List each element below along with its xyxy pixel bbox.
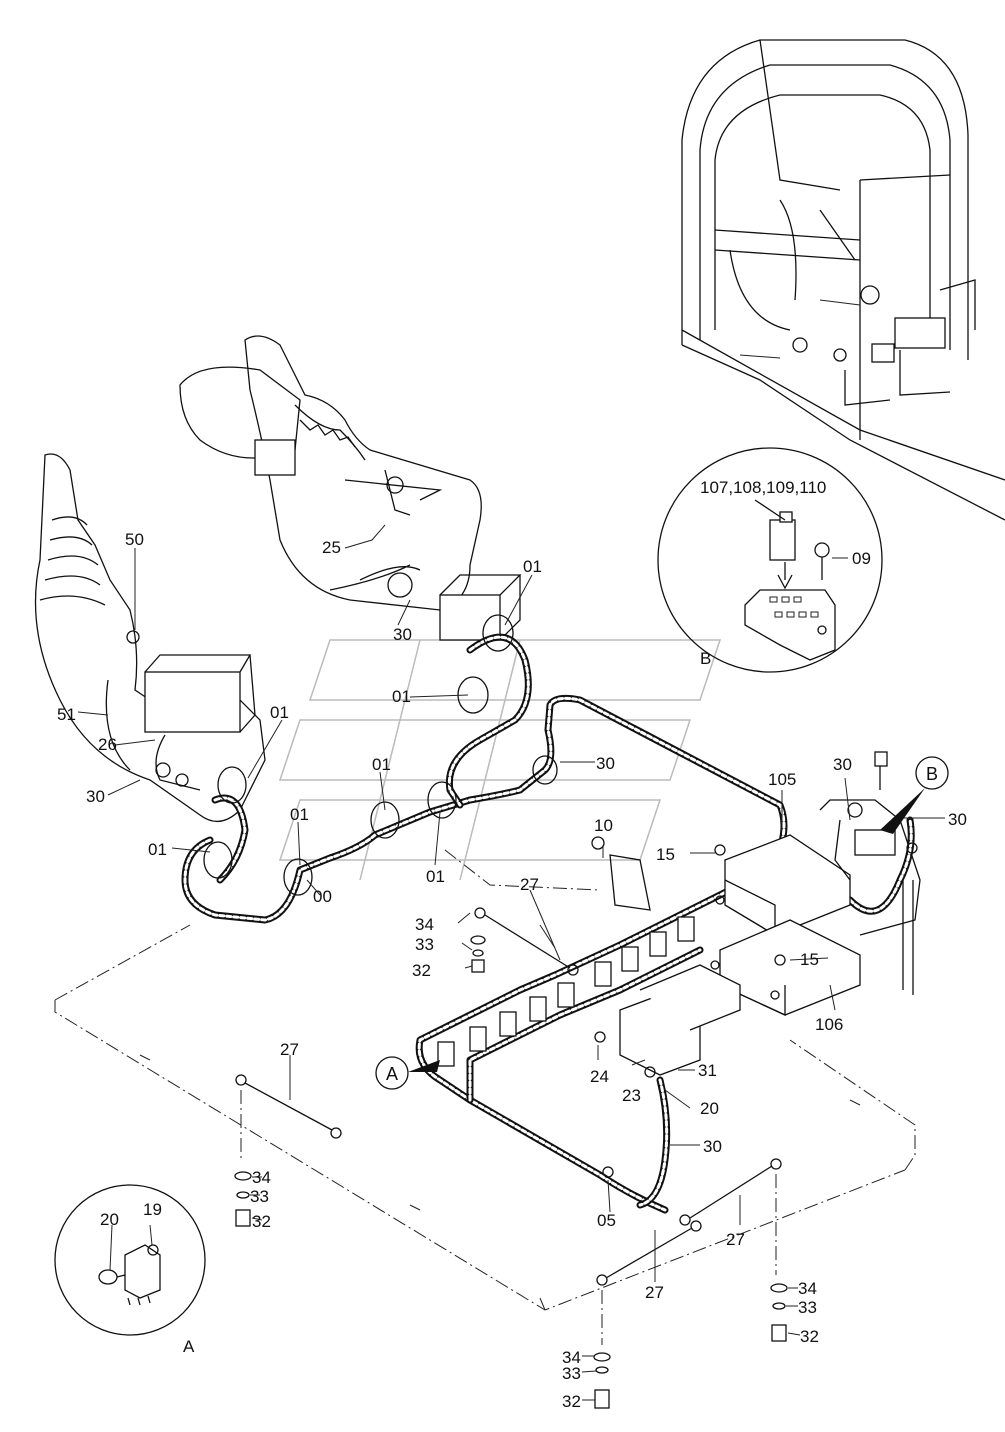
- label-01-b: 01: [148, 840, 167, 859]
- label-33-c: 33: [798, 1298, 817, 1317]
- label-01-d: 01: [372, 755, 391, 774]
- label-09: 09: [852, 549, 871, 568]
- label-01-c: 01: [290, 805, 309, 824]
- label-50: 50: [125, 530, 144, 549]
- label-32-a: 32: [412, 961, 431, 980]
- callout-a-letter: A: [386, 1064, 398, 1084]
- label-10: 10: [594, 816, 613, 835]
- label-33-b: 33: [250, 1187, 269, 1206]
- label-24: 24: [590, 1067, 609, 1086]
- fuse-block-area: [834, 751, 918, 881]
- label-01-g: 01: [523, 557, 542, 576]
- label-30-lower: 30: [703, 1137, 722, 1156]
- label-34-b: 34: [252, 1168, 271, 1187]
- label-23: 23: [622, 1086, 641, 1105]
- detail-a-circle: [54, 1184, 206, 1336]
- label-05: 05: [597, 1211, 616, 1230]
- label-27-d: 27: [280, 1040, 299, 1059]
- controller-boxes: [591, 834, 861, 1178]
- leader-lines: [77, 524, 945, 1401]
- label-32-b: 32: [252, 1212, 271, 1231]
- label-51: 51: [57, 705, 76, 724]
- label-33-a: 33: [415, 935, 434, 954]
- part-labels: 50 51 26 30 01 01 01 00 01 01 01 01 25 3…: [57, 478, 967, 1411]
- label-30-center: 30: [596, 754, 615, 773]
- ground-straps: [235, 907, 782, 1345]
- harness-clamps: [203, 614, 558, 896]
- detail-b-circle: [657, 447, 883, 673]
- label-27-a: 27: [520, 875, 539, 894]
- label-33-d: 33: [562, 1364, 581, 1383]
- hardware-stacks: [234, 935, 788, 1409]
- label-25: 25: [322, 538, 341, 557]
- label-00: 00: [313, 887, 332, 906]
- callout-b-letter: B: [926, 764, 938, 784]
- label-32-c: 32: [800, 1327, 819, 1346]
- label-detail-b: B: [700, 649, 711, 668]
- label-01-a: 01: [270, 703, 289, 722]
- label-01-e: 01: [426, 867, 445, 886]
- label-15-a: 15: [656, 845, 675, 864]
- cab-illustration: [681, 39, 1005, 521]
- callout-b: B: [880, 756, 949, 834]
- label-27-c: 27: [645, 1283, 664, 1302]
- label-19: 19: [143, 1200, 162, 1219]
- seat-console-left: [34, 453, 266, 822]
- label-34-c: 34: [798, 1279, 817, 1298]
- label-20: 20: [700, 1099, 719, 1118]
- label-20-detail: 20: [100, 1210, 119, 1229]
- label-34-a: 34: [415, 915, 434, 934]
- label-27-b: 27: [726, 1230, 745, 1249]
- label-31: 31: [698, 1061, 717, 1080]
- label-fuses: 107,108,109,110: [700, 478, 826, 497]
- label-30-right-a: 30: [833, 755, 852, 774]
- label-106: 106: [815, 1015, 843, 1034]
- seat-console-right: [179, 335, 522, 641]
- label-15-b: 15: [800, 950, 819, 969]
- label-26: 26: [98, 735, 117, 754]
- label-01-f: 01: [392, 687, 411, 706]
- relay-connectors: [437, 854, 695, 1067]
- label-30-right-b: 30: [948, 810, 967, 829]
- label-32-d: 32: [562, 1392, 581, 1411]
- label-105: 105: [768, 770, 796, 789]
- label-detail-a: A: [183, 1337, 195, 1356]
- callout-a: A: [375, 1056, 440, 1090]
- label-34-d: 34: [562, 1348, 581, 1367]
- label-30-left: 30: [86, 787, 105, 806]
- label-30-mid: 30: [393, 625, 412, 644]
- watermark-logo: [278, 639, 722, 881]
